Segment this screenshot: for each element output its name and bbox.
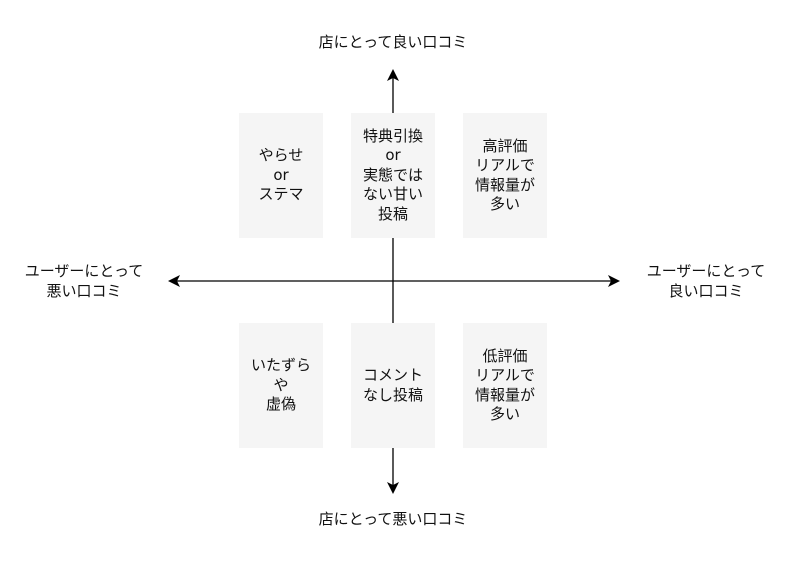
box-bottom-left: いたずら や 虚偽 bbox=[239, 323, 323, 448]
axis-label-top: 店にとって良い口コミ bbox=[318, 33, 468, 51]
box-top-left: やらせ or ステマ bbox=[239, 113, 323, 238]
axis-label-left: ユーザーにとって 悪い口コミ bbox=[24, 262, 144, 300]
axis-label-bottom: 店にとって悪い口コミ bbox=[318, 510, 468, 528]
box-bottom-right: 低評価 リアルで 情報量が 多い bbox=[463, 323, 547, 448]
box-top-right: 高評価 リアルで 情報量が 多い bbox=[463, 113, 547, 238]
box-bottom-center: コメント なし投稿 bbox=[351, 323, 435, 448]
axis-label-right: ユーザーにとって 良い口コミ bbox=[646, 262, 766, 300]
box-top-center: 特典引換 or 実態では ない甘い 投稿 bbox=[351, 113, 435, 238]
